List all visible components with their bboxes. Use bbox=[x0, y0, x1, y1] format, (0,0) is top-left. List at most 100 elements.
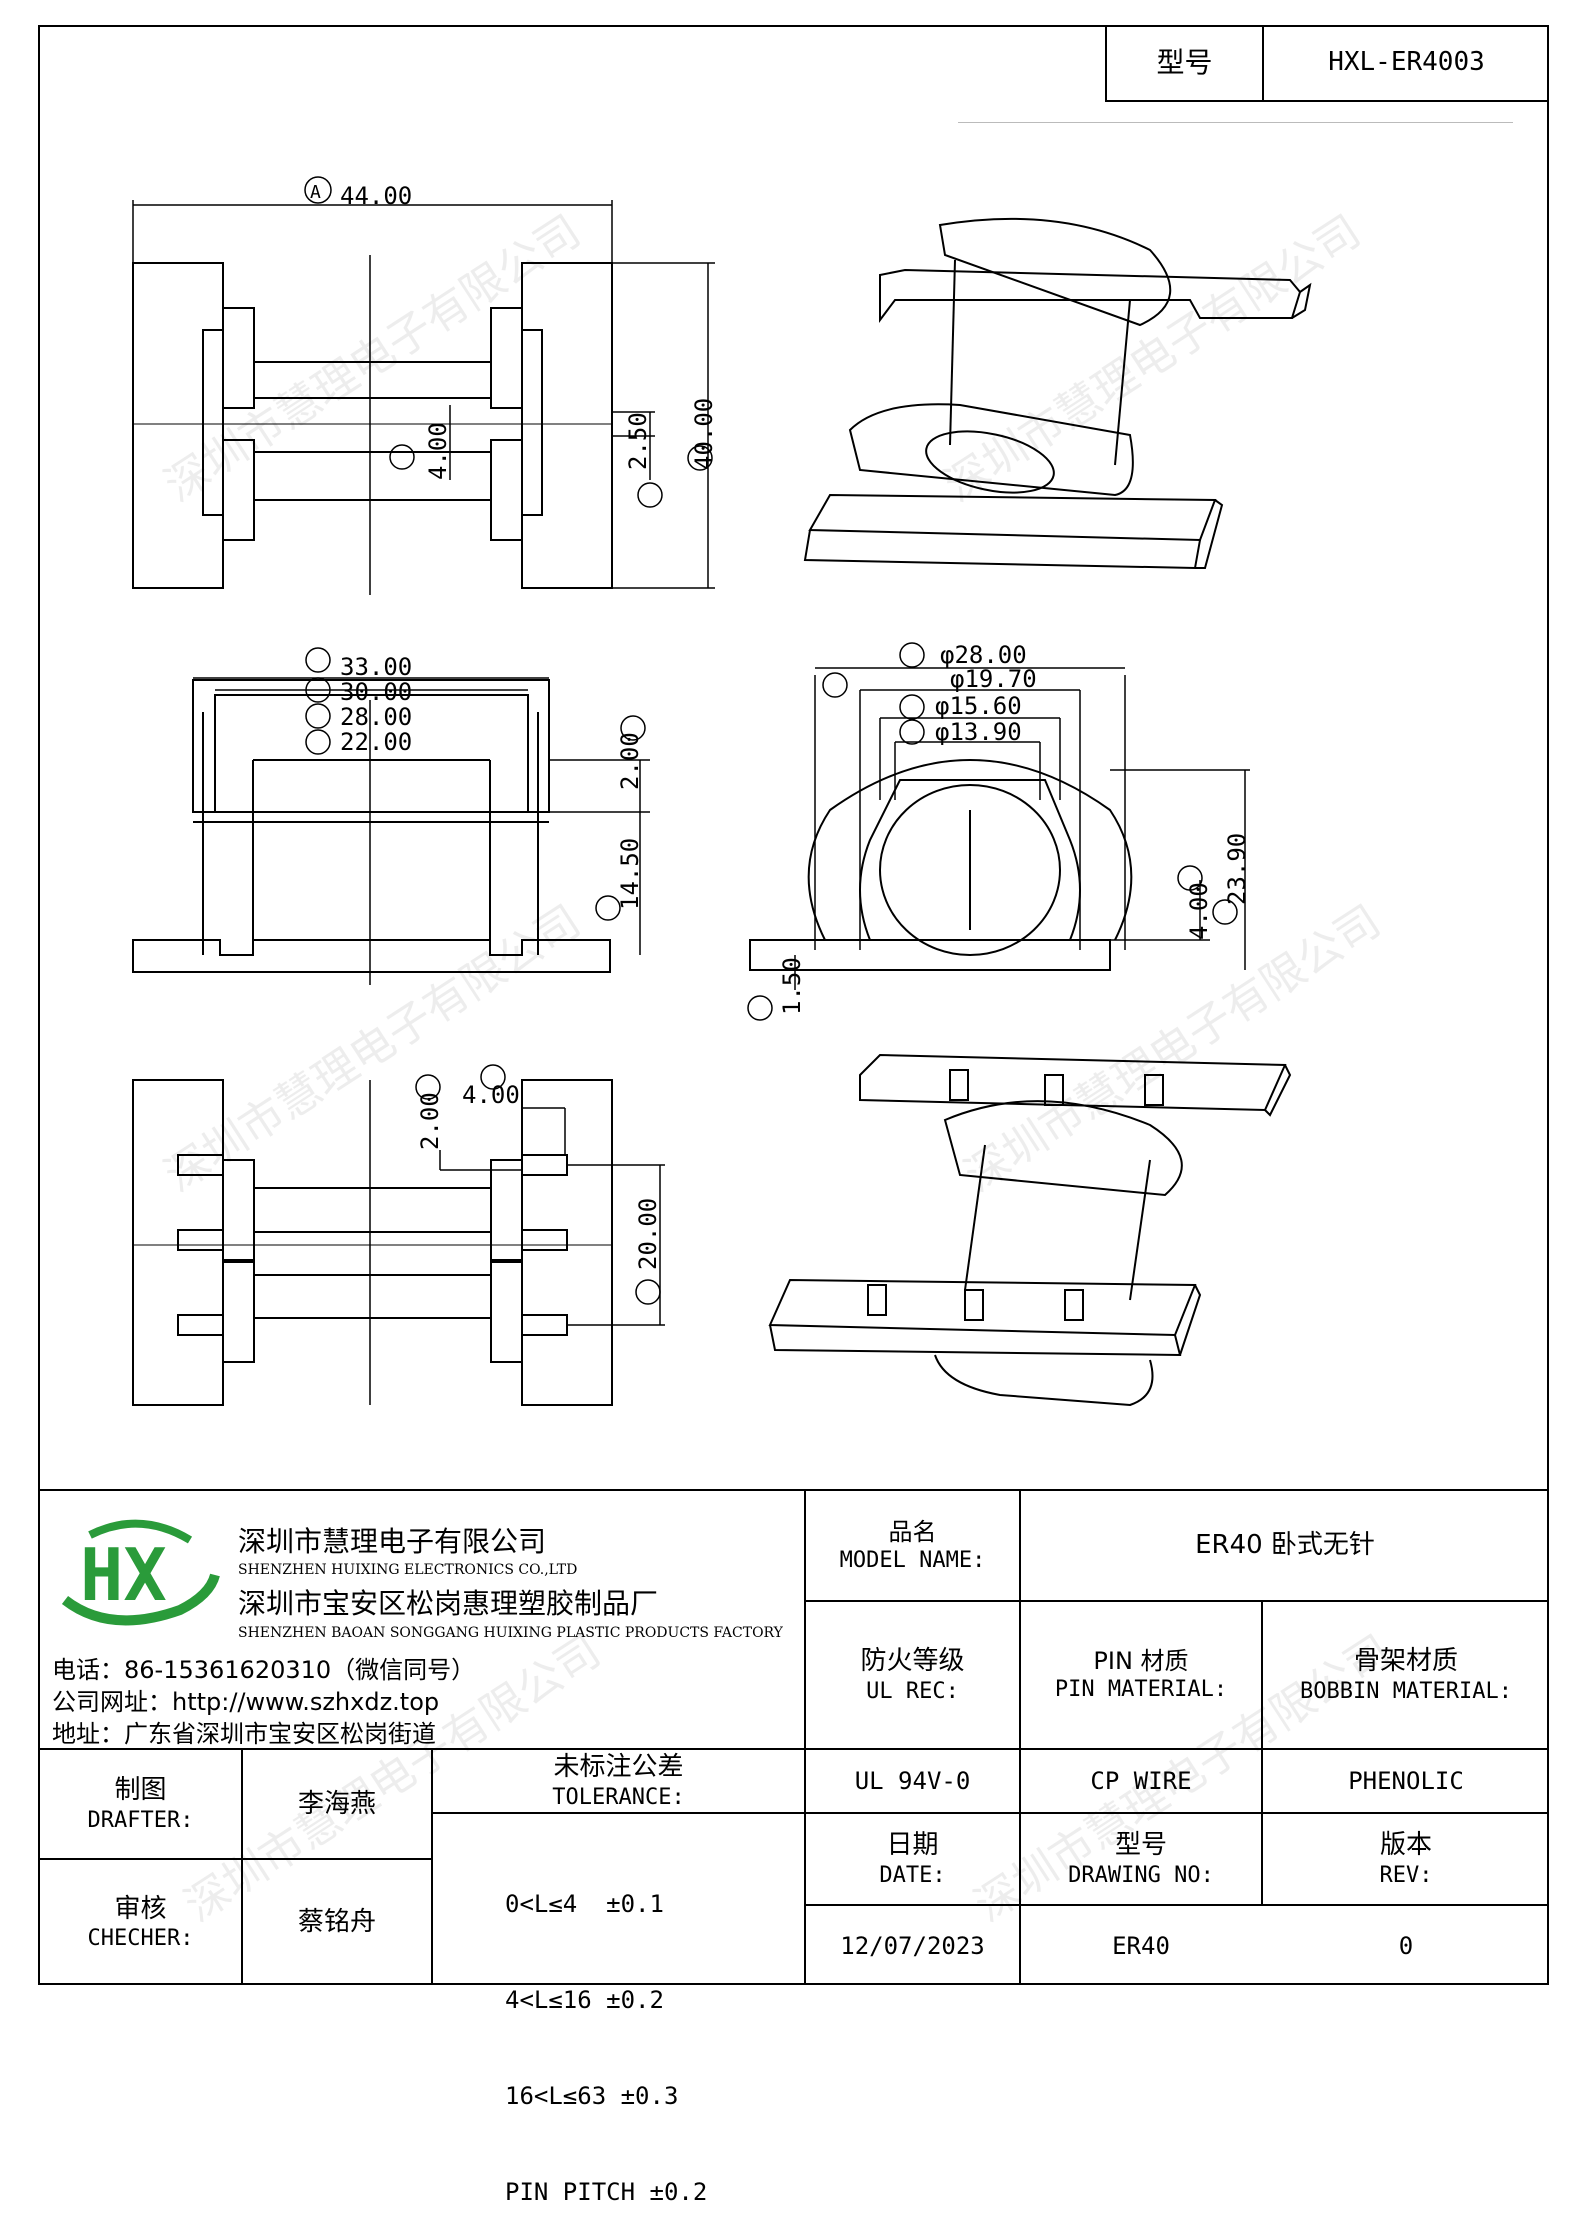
top-view bbox=[132, 200, 715, 595]
dim-a: 44.00 bbox=[340, 182, 412, 210]
company-logo: HX bbox=[50, 1515, 220, 1635]
logo-text: HX bbox=[80, 1533, 167, 1617]
drawing-no-label: 型号 DRAWING NO: bbox=[1021, 1814, 1261, 1904]
dim-j: 14.50 bbox=[616, 838, 644, 910]
ul-rec-label-en: UL REC: bbox=[866, 1678, 959, 1704]
dim-f: 30.00 bbox=[340, 678, 412, 706]
model-name-value-text: ER40 卧式无针 bbox=[1195, 1530, 1375, 1561]
drawing-no-value-text: ER40 bbox=[1112, 1931, 1170, 1960]
front-view-dims: 33.00 30.00 28.00 22.00 2.00 14.50 bbox=[305, 647, 646, 921]
bobbin-material-label: 骨架材质 BOBBIN MATERIAL: bbox=[1263, 1602, 1549, 1748]
pin-material-value: CP WIRE bbox=[1021, 1750, 1261, 1812]
drafter-label: 制图 DRAFTER: bbox=[40, 1750, 241, 1858]
svg-text:A: A bbox=[310, 182, 321, 203]
ul-rec-label: 防火等级 UL REC: bbox=[806, 1602, 1019, 1748]
model-name-label-cn: 品名 bbox=[888, 1517, 937, 1546]
dim-d: 4.00 bbox=[424, 422, 452, 480]
dim-o: 23.90 bbox=[1223, 833, 1251, 905]
dim-h: 22.00 bbox=[340, 728, 412, 756]
tolerance-label: 未标注公差 TOLERANCE: bbox=[433, 1750, 804, 1812]
tolerance-line: 4<L≤16 ±0.2 bbox=[505, 1986, 664, 2014]
drafter-label-cn: 制图 bbox=[114, 1775, 167, 1805]
pin-material-value-text: CP WIRE bbox=[1090, 1767, 1192, 1795]
date-label: 日期 DATE: bbox=[806, 1814, 1019, 1904]
dim-p: 4.00 bbox=[1185, 882, 1213, 940]
dim-e: 33.00 bbox=[340, 653, 412, 681]
date-label-cn: 日期 bbox=[886, 1830, 939, 1860]
date-value-text: 12/07/2023 bbox=[840, 1931, 985, 1960]
header-model-value: HXL-ER4003 bbox=[1262, 25, 1549, 102]
drafter-value-text: 李海燕 bbox=[297, 1788, 376, 1819]
drawing-frame bbox=[38, 25, 1549, 1985]
checker-value: 蔡铭舟 bbox=[243, 1860, 431, 1985]
tolerance-line: 16<L≤63 ±0.3 bbox=[505, 2082, 679, 2110]
pin-material-label-cn: PIN 材质 bbox=[1093, 1647, 1189, 1676]
model-name-label: 品名 MODEL NAME: bbox=[806, 1491, 1019, 1600]
tolerance-label-en: TOLERANCE: bbox=[552, 1784, 685, 1810]
dim-l: φ19.70 bbox=[950, 665, 1037, 693]
company-address: 地址：广东省深圳市宝安区松岗街道 bbox=[52, 1720, 436, 1748]
title-block-divider bbox=[38, 1748, 1549, 1750]
bobbin-material-label-en: BOBBIN MATERIAL: bbox=[1300, 1678, 1512, 1704]
dim-r: 4.00 bbox=[462, 1081, 520, 1109]
bottom-view-dims: 4.00 2.00 20.00 bbox=[415, 1064, 662, 1305]
pin-material-label-en: PIN MATERIAL: bbox=[1054, 1677, 1228, 1703]
top-view-dims: A 44.00 40.00 2.50 4.00 bbox=[304, 176, 718, 508]
title-block-vline bbox=[804, 1489, 806, 1985]
header-model-label: 型号 bbox=[1105, 25, 1262, 102]
bobbin-material-value-text: PHENOLIC bbox=[1348, 1767, 1464, 1795]
tolerance-label-cn: 未标注公差 bbox=[553, 1752, 684, 1782]
iso-view-bottom bbox=[768, 1053, 1292, 1407]
dim-g: 28.00 bbox=[340, 703, 412, 731]
date-label-en: DATE: bbox=[879, 1862, 946, 1888]
company-website: 公司网址：http://www.szhxdz.top bbox=[52, 1688, 440, 1716]
title-block-top bbox=[38, 1489, 1549, 1491]
drafter-label-en: DRAFTER: bbox=[87, 1807, 194, 1833]
checker-value-text: 蔡铭舟 bbox=[297, 1907, 376, 1938]
factory-name-en: SHENZHEN BAOAN SONGGANG HUIXING PLASTIC … bbox=[238, 1625, 783, 1641]
front-view bbox=[132, 677, 650, 985]
tolerance-line: PIN PITCH ±0.2 bbox=[505, 2178, 708, 2206]
dim-m: φ15.60 bbox=[935, 692, 1022, 720]
grid-h-tolerance bbox=[431, 1812, 805, 1814]
company-name-en: SHENZHEN HUIXING ELECTRONICS CO.,LTD bbox=[238, 1562, 578, 1578]
model-name-label-en: MODEL NAME: bbox=[839, 1547, 986, 1573]
drafter-value: 李海燕 bbox=[243, 1750, 431, 1858]
dim-i: 2.00 bbox=[616, 732, 644, 790]
dim-n: φ13.90 bbox=[935, 718, 1022, 746]
header-underline bbox=[958, 122, 1513, 123]
dim-c: 2.50 bbox=[624, 412, 652, 470]
side-view-dims: φ28.00 φ19.70 φ15.60 φ13.90 23.90 4.00 1… bbox=[747, 641, 1251, 1021]
bobbin-material-value: PHENOLIC bbox=[1263, 1750, 1549, 1812]
side-view bbox=[749, 667, 1250, 990]
dim-q: 1.50 bbox=[778, 957, 806, 1015]
rev-value-text: 0 bbox=[1398, 1931, 1414, 1960]
rev-label-en: REV: bbox=[1379, 1862, 1433, 1888]
ul-rec-value-text: UL 94V-0 bbox=[854, 1767, 971, 1795]
dim-k: φ28.00 bbox=[940, 641, 1027, 669]
pin-material-label: PIN 材质 PIN MATERIAL: bbox=[1021, 1602, 1261, 1748]
company-name-cn: 深圳市慧理电子有限公司 bbox=[238, 1525, 547, 1558]
rev-label-cn: 版本 bbox=[1379, 1830, 1432, 1860]
header-model-label-text: 型号 bbox=[1156, 46, 1213, 79]
ul-rec-label-cn: 防火等级 bbox=[860, 1646, 965, 1676]
factory-name-cn: 深圳市宝安区松岗惠理塑胶制品厂 bbox=[238, 1587, 659, 1620]
date-value: 12/07/2023 bbox=[806, 1906, 1019, 1985]
dim-t: 20.00 bbox=[634, 1198, 662, 1270]
bobbin-material-label-cn: 骨架材质 bbox=[1353, 1646, 1458, 1676]
rev-label: 版本 REV: bbox=[1263, 1814, 1549, 1904]
tolerance-values: 0<L≤4 ±0.1 4<L≤16 ±0.2 16<L≤63 ±0.3 PIN … bbox=[505, 1824, 707, 2240]
grid-v-tolerance bbox=[431, 1748, 433, 1985]
technical-drawing: A 44.00 40.00 2.50 4.00 bbox=[132, 176, 1312, 1407]
grid-v-drafter bbox=[241, 1748, 243, 1985]
grid-v-2 bbox=[1261, 1600, 1263, 1904]
checker-label: 审核 CHECHER: bbox=[40, 1860, 241, 1985]
ul-rec-value: UL 94V-0 bbox=[806, 1750, 1019, 1812]
drawing-no-value: ER40 bbox=[1021, 1906, 1261, 1985]
tolerance-line: 0<L≤4 ±0.1 bbox=[505, 1890, 664, 1918]
checker-label-en: CHECHER: bbox=[87, 1926, 194, 1951]
bottom-view bbox=[132, 1079, 665, 1406]
dim-s: 2.00 bbox=[416, 1092, 444, 1150]
grid-h-1 bbox=[804, 1600, 1549, 1602]
dim-b: 40.00 bbox=[690, 398, 718, 470]
